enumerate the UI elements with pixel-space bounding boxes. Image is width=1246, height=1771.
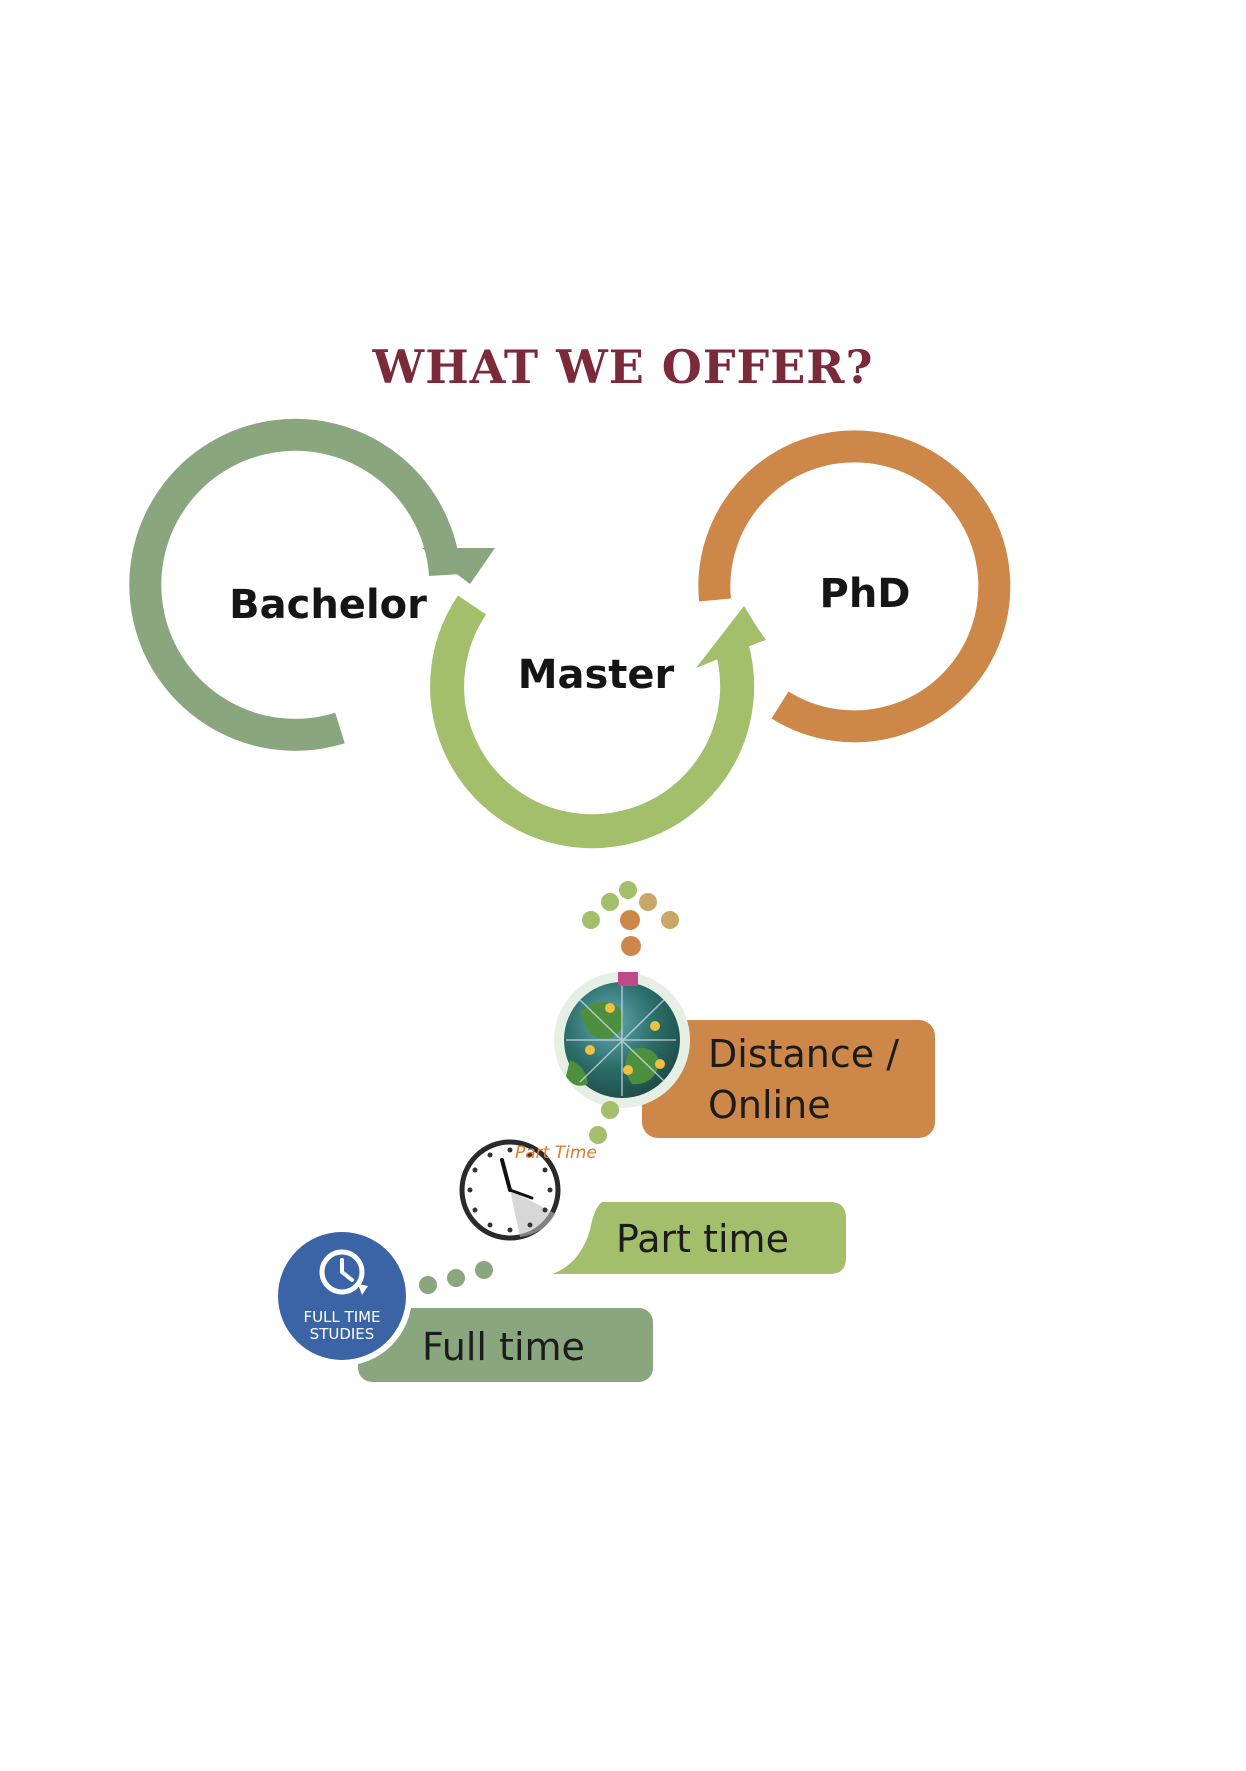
study-modes: Distance / Online: [272, 881, 935, 1382]
globe-icon: [554, 972, 690, 1108]
master-ring: [430, 595, 766, 849]
degree-cycle: Bachelor Master PhD: [129, 418, 1011, 849]
distance-online-item: Distance / Online: [554, 972, 935, 1138]
bachelor-label: Bachelor: [229, 582, 427, 628]
dots-trail-top-icon: [582, 881, 679, 956]
distance-label-line1: Distance /: [708, 1032, 899, 1076]
full-time-box: [358, 1308, 653, 1382]
clock-icon: [459, 1139, 561, 1241]
full-time-item: Full time FULL TIME STUDIES: [272, 1226, 653, 1382]
page-title: WHAT WE OFFER?: [372, 340, 874, 394]
bachelor-arrow-icon: [422, 548, 495, 584]
distance-label-line2: Online: [708, 1083, 831, 1127]
clock-caption: Part Time: [515, 1143, 597, 1163]
master-label: Master: [518, 652, 675, 698]
full-time-label: Full time: [422, 1325, 585, 1369]
badge-line1: FULL TIME: [303, 1308, 380, 1326]
full-time-badge-icon: FULL TIME STUDIES: [272, 1226, 412, 1366]
part-time-box: [552, 1202, 846, 1274]
bachelor-ring: [129, 418, 495, 751]
part-time-item: Part time: [552, 1202, 846, 1274]
distance-online-box: [642, 1020, 935, 1138]
phd-ring: [698, 430, 1011, 743]
dots-trail-middle-icon: [589, 1101, 619, 1144]
phd-label: PhD: [820, 571, 911, 617]
badge-line2: STUDIES: [310, 1325, 375, 1343]
dots-trail-bottom-icon: [419, 1261, 493, 1294]
part-time-label: Part time: [616, 1217, 789, 1261]
